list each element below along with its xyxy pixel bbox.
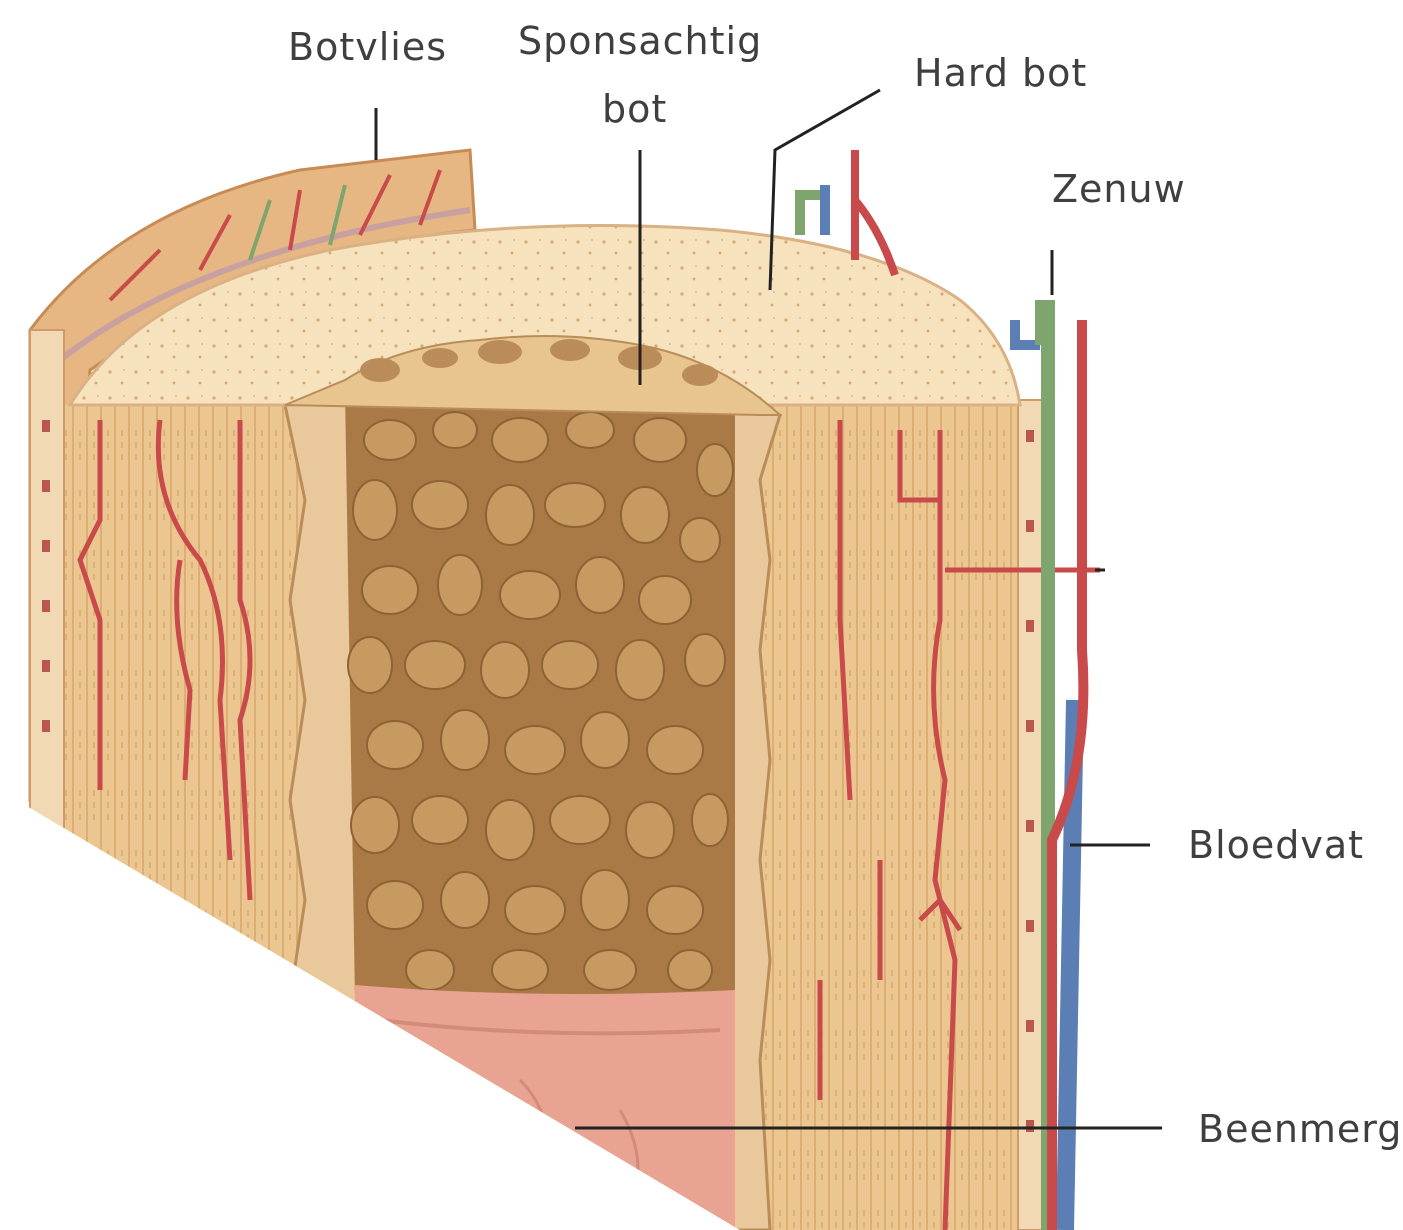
compact-bone-body bbox=[30, 300, 1100, 1230]
label-bloedvat: Bloedvat bbox=[1188, 826, 1364, 864]
label-zenuw: Zenuw bbox=[1052, 170, 1186, 208]
outer-vessels bbox=[1048, 300, 1083, 1230]
label-botvlies: Botvlies bbox=[288, 28, 447, 66]
label-sponsachtig-line2: bot bbox=[602, 90, 667, 128]
label-hard-bot: Hard bot bbox=[914, 54, 1087, 92]
label-sponsachtig-line1: Sponsachtig bbox=[518, 22, 762, 60]
label-beenmerg: Beenmerg bbox=[1198, 1110, 1402, 1148]
